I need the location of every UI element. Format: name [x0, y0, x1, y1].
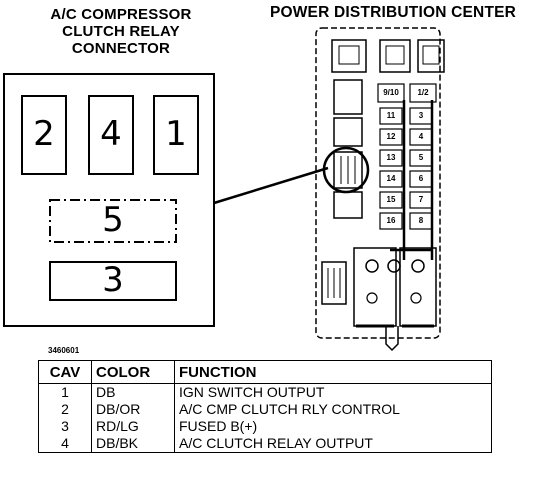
table-row: 2 DB/OR A/C CMP CLUTCH RLY CONTROL: [38, 401, 492, 418]
pdc-bottom-fuse: [321, 261, 347, 305]
header-color: COLOR: [91, 360, 175, 384]
pdc-maxi-fuse-1: [353, 247, 397, 327]
bottom-connector: [385, 326, 399, 352]
header-cav: CAV: [38, 360, 92, 384]
cavity-label-2: 2: [33, 114, 55, 154]
row-function: A/C CMP CLUTCH RLY CONTROL: [174, 401, 492, 418]
fuse-boxes: [379, 107, 433, 230]
pdc-relay-2-inner: [385, 45, 405, 65]
fuse-number: 5: [418, 153, 424, 162]
row-cav: 1: [38, 383, 92, 401]
fuse-number: 15: [386, 195, 396, 204]
pdc-relay-6: [333, 191, 363, 219]
fuse-slot: [379, 212, 403, 230]
table-row: 4 DB/BK A/C CLUTCH RELAY OUTPUT: [38, 435, 492, 453]
pdc-title: POWER DISTRIBUTION CENTER: [269, 4, 517, 21]
pdc-label-box-2: [409, 83, 437, 103]
row-cav: 4: [38, 435, 92, 453]
fuse-slot: [379, 107, 403, 125]
stud-2: [387, 259, 401, 273]
cavity-4-box: [88, 95, 134, 175]
highlight-circle: [322, 146, 370, 194]
cavity-label-1: 1: [165, 114, 187, 154]
row-cav: 2: [38, 401, 92, 418]
cavity-label-4: 4: [100, 114, 122, 154]
connector-title-line1: A/C COMPRESSOR: [50, 6, 192, 23]
stud-1: [365, 259, 379, 273]
fuse-number: 12: [386, 132, 396, 141]
cavity-label-5: 5: [102, 200, 124, 240]
terminal-1: [366, 292, 378, 304]
pdc-top-label-1: 9/10: [383, 88, 399, 97]
pdc-body: [315, 27, 441, 339]
row-function: A/C CLUTCH RELAY OUTPUT: [174, 435, 492, 453]
connector-title-line2: CLUTCH RELAY: [62, 23, 180, 40]
fuse-number: 13: [386, 153, 396, 162]
fuse-number: 6: [418, 174, 424, 183]
fuse-slot: [379, 149, 403, 167]
table-row: 1 DB IGN SWITCH OUTPUT: [38, 383, 492, 401]
pdc-top-label-2: 1/2: [417, 88, 429, 97]
row-color: RD/LG: [91, 418, 175, 435]
pdc-relay-3-inner: [422, 45, 440, 65]
part-number: 3460601: [48, 346, 80, 355]
row-function: IGN SWITCH OUTPUT: [174, 383, 492, 401]
row-cav: 3: [38, 418, 92, 435]
pdc-relay-1: [331, 39, 367, 73]
row-function: FUSED B(+): [174, 418, 492, 435]
cavity-3-box: [49, 261, 177, 301]
row-color: DB/OR: [91, 401, 175, 418]
fuse-number: 4: [418, 132, 424, 141]
cavity-2-box: [21, 95, 67, 175]
header-function: FUNCTION: [174, 360, 492, 384]
fuse-number: 11: [386, 111, 396, 120]
pdc-ac-relay: [333, 151, 363, 189]
row-color: DB: [91, 383, 175, 401]
row-color: DB/BK: [91, 435, 175, 453]
connector-title: A/C COMPRESSOR CLUTCH RELAY CONNECTOR: [28, 6, 214, 57]
stud-3: [411, 259, 425, 273]
connector-body: [3, 73, 215, 327]
pdc-relay-5: [333, 117, 363, 147]
fuse-number: 14: [386, 174, 396, 183]
fuse-slot: [379, 128, 403, 146]
terminal-2: [410, 292, 422, 304]
fuse-slot: [379, 191, 403, 209]
pdc-relay-4: [333, 79, 363, 115]
table-row: 3 RD/LG FUSED B(+): [38, 418, 492, 435]
pdc-relay-3: [417, 39, 445, 73]
cavity-5-box: [49, 199, 177, 243]
leader-line: [213, 166, 329, 205]
cavity-label-3: 3: [102, 260, 124, 300]
connector-title-line3: CONNECTOR: [71, 40, 171, 57]
fuse-number: 16: [386, 216, 396, 225]
pdc-relay-1-inner: [338, 45, 360, 65]
table-header-row: CAV COLOR FUNCTION: [38, 360, 492, 384]
fuse-number: 7: [418, 195, 424, 204]
pdc-relay-2: [379, 39, 411, 73]
cavity-1-box: [153, 95, 199, 175]
fuse-slot: [379, 170, 403, 188]
cavity-table: CAV COLOR FUNCTION 1 DB IGN SWITCH OUTPU…: [38, 360, 492, 453]
pdc-label-box-1: [377, 83, 405, 103]
fuse-number: 8: [418, 216, 424, 225]
fuse-number: 3: [418, 111, 424, 120]
